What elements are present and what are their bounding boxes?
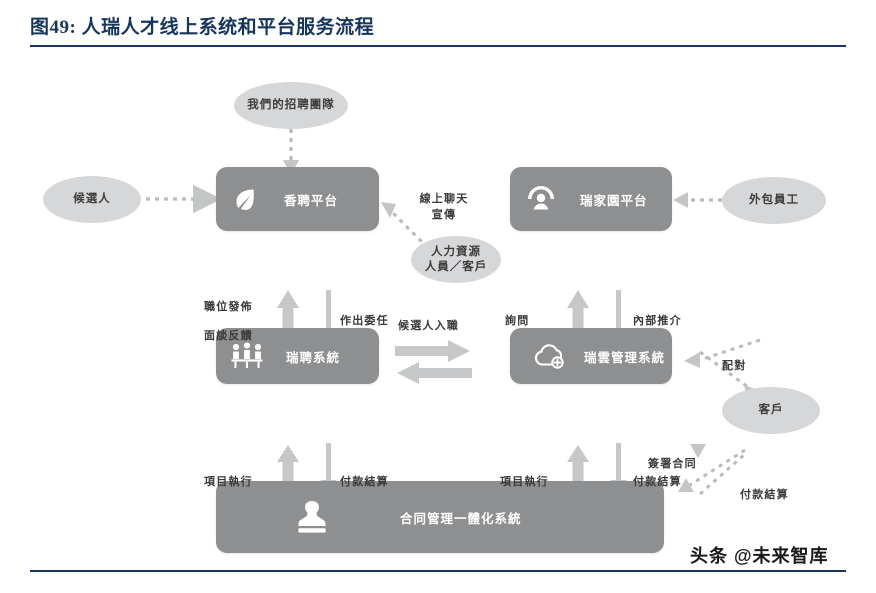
node-ruijiayuan-platform-label: 瑞家園平台 — [580, 193, 648, 208]
edge-hetong-to-client-payment — [699, 452, 746, 496]
node-ruiyun-management-system-label: 瑞雲管理系統 — [584, 350, 666, 365]
edge-label-payment-settle-client: 付款結算 — [740, 489, 789, 501]
node-ruiyun-management-system[interactable]: 瑞雲管理系統 — [510, 328, 672, 384]
actor-candidate[interactable]: 候選人 — [43, 176, 141, 223]
node-contract-management-system-label: 合同管理一體化系統 — [400, 511, 522, 526]
edge-label-interview-feedback: 面談反饋 — [204, 330, 253, 342]
actor-hr-client[interactable]: 人力資源 人員／客戶 — [411, 236, 501, 283]
edge-client-to-ruiyun-matching — [699, 338, 761, 362]
watermark: 头条 @未来智库 — [690, 546, 829, 566]
edge-label-matching: 配對 — [722, 360, 747, 372]
actor-outsourced-staff-label: 外包員工 — [749, 194, 799, 206]
node-xiangpin-platform[interactable]: 香聘平台 — [216, 167, 379, 231]
title-divider — [30, 45, 846, 47]
arrowhead-client-to-ruiyun — [684, 352, 700, 368]
actor-hr-client-label: 人力資源 人員／客戶 — [425, 245, 488, 275]
actor-hr-client-line2: 人員／客戶 — [424, 260, 488, 273]
edge-label-internal-referral: 內部推介 — [633, 315, 682, 327]
edge-label-inquiry: 詢問 — [505, 315, 530, 327]
flow-diagram: 候選人 我們的招聘團隊 人力資源 人員／客戶 外包員工 客戶 香聘平台 — [0, 50, 876, 570]
avatar-circle-icon — [524, 182, 558, 216]
arrowhead-client-to-hetong — [678, 478, 694, 492]
figure-header: 图49: 人瑞人才线上系统和平台服务流程 — [0, 0, 876, 50]
node-ruipin-system[interactable]: 瑞聘系統 — [216, 328, 379, 384]
cloud-plus-icon — [532, 342, 568, 370]
edge-label-project-exec-right: 項目執行 — [500, 476, 549, 488]
people-meeting-icon — [230, 341, 264, 371]
page-title: 图49: 人瑞人才线上系统和平台服务流程 — [30, 17, 375, 38]
actor-client-label: 客戶 — [758, 404, 784, 416]
node-xiangpin-platform-label: 香聘平台 — [284, 193, 339, 208]
edge-label-candidate-onboard: 候選人入職 — [398, 320, 459, 332]
arrow-left-ruiyun-ruipin — [397, 362, 472, 384]
edge-label-online-chat-promo-line2: 宣傳 — [431, 209, 457, 221]
arrowhead-outsourced-to-ruijiayuan — [673, 192, 688, 208]
edge-label-online-chat-promo-line1: 線上聊天 — [419, 193, 469, 205]
arrowhead-hr-to-xiangpin — [381, 202, 396, 218]
actor-hr-client-line1: 人力資源 — [431, 245, 481, 258]
edge-label-payment-settle-left: 付款結算 — [340, 476, 389, 488]
node-ruijiayuan-platform[interactable]: 瑞家園平台 — [510, 167, 672, 231]
actor-outsourced-staff[interactable]: 外包員工 — [722, 177, 826, 224]
actor-recruiting-team[interactable]: 我們的招聘團隊 — [234, 82, 348, 129]
actor-client[interactable]: 客戶 — [722, 387, 820, 434]
edge-label-job-post: 職位發佈 — [204, 301, 253, 313]
node-contract-management-system[interactable]: 合同管理一體化系統 — [216, 481, 664, 553]
edge-label-payment-settle-right: 付款結算 — [633, 476, 682, 488]
edge-label-sign-contract: 簽署合同 — [648, 458, 697, 470]
actor-recruiting-team-label: 我們的招聘團隊 — [247, 99, 335, 111]
arrow-right-ruipin-ruiyun — [395, 340, 470, 362]
edge-ruiyun-to-client-matching — [699, 350, 753, 392]
arrowhead-hetong-to-client — [690, 444, 706, 458]
stamp-icon — [294, 497, 330, 537]
node-ruipin-system-label: 瑞聘系統 — [286, 350, 341, 365]
edge-label-online-chat-promo: 線上聊天 宣傳 — [409, 191, 479, 223]
edge-client-to-hetong-sign — [689, 448, 746, 487]
actor-candidate-label: 候選人 — [73, 193, 111, 205]
leaf-icon — [228, 182, 262, 216]
footer-divider — [30, 570, 846, 572]
edge-label-make-appointment: 作出委任 — [340, 315, 389, 327]
edge-label-project-exec-left: 項目執行 — [204, 476, 253, 488]
